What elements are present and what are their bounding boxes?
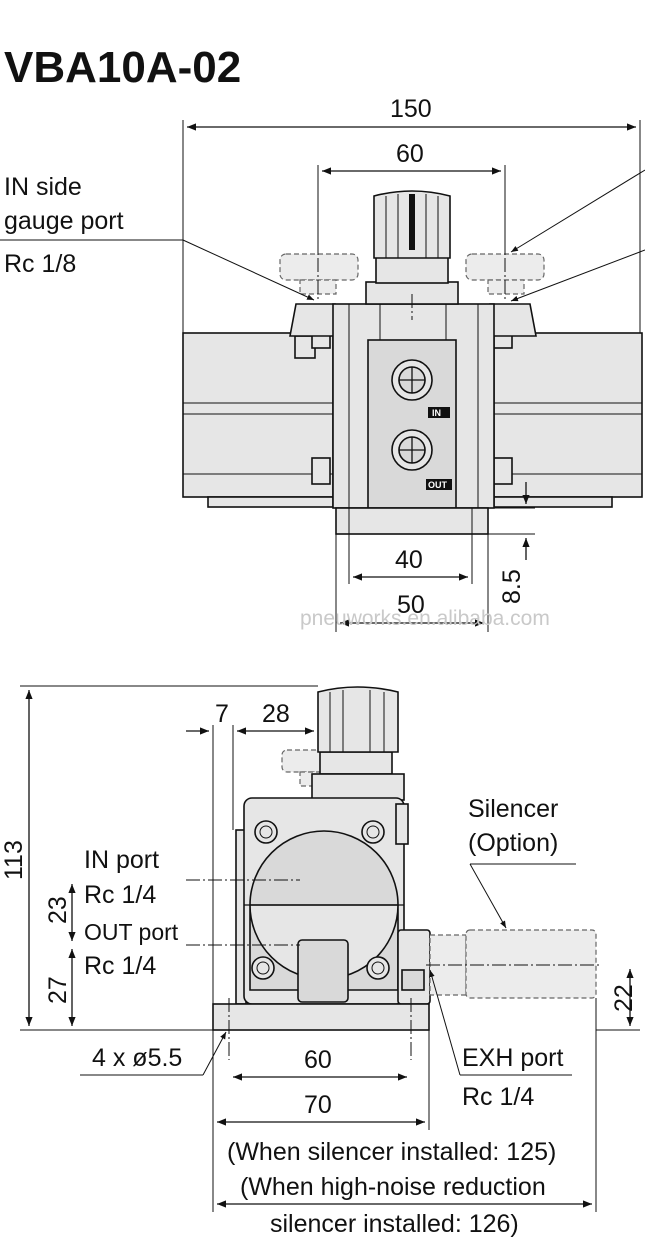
- bolt-icon: [251, 820, 390, 980]
- note-line-2: (When high-noise reduction: [240, 1173, 546, 1201]
- out-port-size: Rc 1/4: [84, 952, 156, 980]
- dim-70: 70: [304, 1091, 332, 1119]
- side-view: 113 7 28 IN port Rc 1/4 OUT port Rc 1/4 …: [0, 685, 640, 1238]
- dim-23: 23: [44, 896, 72, 924]
- dim-113: 113: [0, 840, 28, 880]
- model-title: VBA10A-02: [4, 43, 241, 92]
- dim-50: 50: [397, 591, 425, 619]
- mount-holes-label: 4 x ø5.5: [92, 1044, 182, 1072]
- front-view: IN OUT 150 60: [0, 95, 645, 632]
- dim-27: 27: [44, 976, 72, 1004]
- out-port-label: OUT port: [84, 919, 179, 945]
- exh-boss: [397, 929, 431, 1005]
- silencer-option: (Option): [468, 829, 558, 857]
- dim-22: 22: [610, 984, 638, 1012]
- front-base: [335, 507, 489, 535]
- dim-40: 40: [395, 546, 423, 574]
- in-marking: IN: [432, 408, 441, 418]
- in-gauge-label-2: gauge port: [4, 207, 124, 235]
- in-gauge-size: Rc 1/8: [4, 250, 76, 278]
- exh-port-size: Rc 1/4: [462, 1083, 534, 1111]
- out-marking: OUT: [428, 480, 448, 490]
- note-line-1: (When silencer installed: 125): [227, 1138, 556, 1166]
- dim-7: 7: [215, 700, 229, 728]
- exh-port-label: EXH port: [462, 1044, 563, 1072]
- in-port-label: IN port: [84, 846, 159, 874]
- silencer-label: Silencer: [468, 795, 558, 823]
- right-body: [493, 332, 643, 498]
- left-body: [182, 332, 334, 498]
- in-port-size: Rc 1/4: [84, 881, 156, 909]
- side-knob: [317, 686, 399, 753]
- in-gauge-label-1: IN side: [4, 173, 82, 201]
- side-base: [212, 1003, 430, 1031]
- dim-60-side: 60: [304, 1046, 332, 1074]
- dim-8-5: 8.5: [498, 569, 526, 604]
- silencer-outline: [465, 929, 597, 999]
- dim-28: 28: [262, 700, 290, 728]
- dim-60-front: 60: [396, 140, 424, 168]
- dim-150: 150: [390, 95, 432, 123]
- note-line-3: silencer installed: 126): [270, 1210, 519, 1238]
- watermark: pneuworks.en.alibaba.com: [300, 607, 550, 630]
